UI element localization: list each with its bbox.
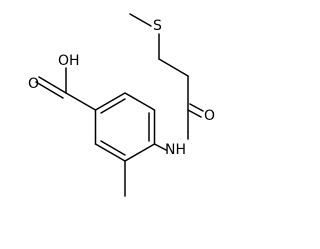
- ring-n-bond: [153, 143, 167, 151]
- chain-bond-4: [129, 13, 152, 27]
- ring-bond-4: [124, 143, 156, 162]
- chain-bond-2: [158, 58, 189, 77]
- acid-carbonyl-oxygen-label: O: [28, 76, 39, 92]
- hydroxyl-label: OH: [58, 53, 80, 69]
- amide-nitrogen-label: NH: [165, 142, 186, 158]
- amide-co-bond-2: [189, 103, 204, 112]
- ring-bond-1: [94, 92, 126, 111]
- acid-co-bond-2: [35, 81, 64, 99]
- ring-double-bond-3: [100, 140, 126, 156]
- amide-co-bond-1: [187, 109, 202, 118]
- ring-bond-5: [94, 143, 126, 162]
- molecule-structure: OH O NH O S: [28, 13, 215, 197]
- ring-bond-2: [124, 92, 156, 111]
- amide-carbonyl-oxygen-label: O: [204, 108, 215, 124]
- sulfur-label: S: [153, 18, 162, 34]
- ring-double-bond-1: [100, 98, 126, 114]
- structure-svg: OH O NH O S: [28, 13, 215, 197]
- acid-carbon-bond: [65, 92, 97, 111]
- acid-co-bond-1: [38, 76, 67, 94]
